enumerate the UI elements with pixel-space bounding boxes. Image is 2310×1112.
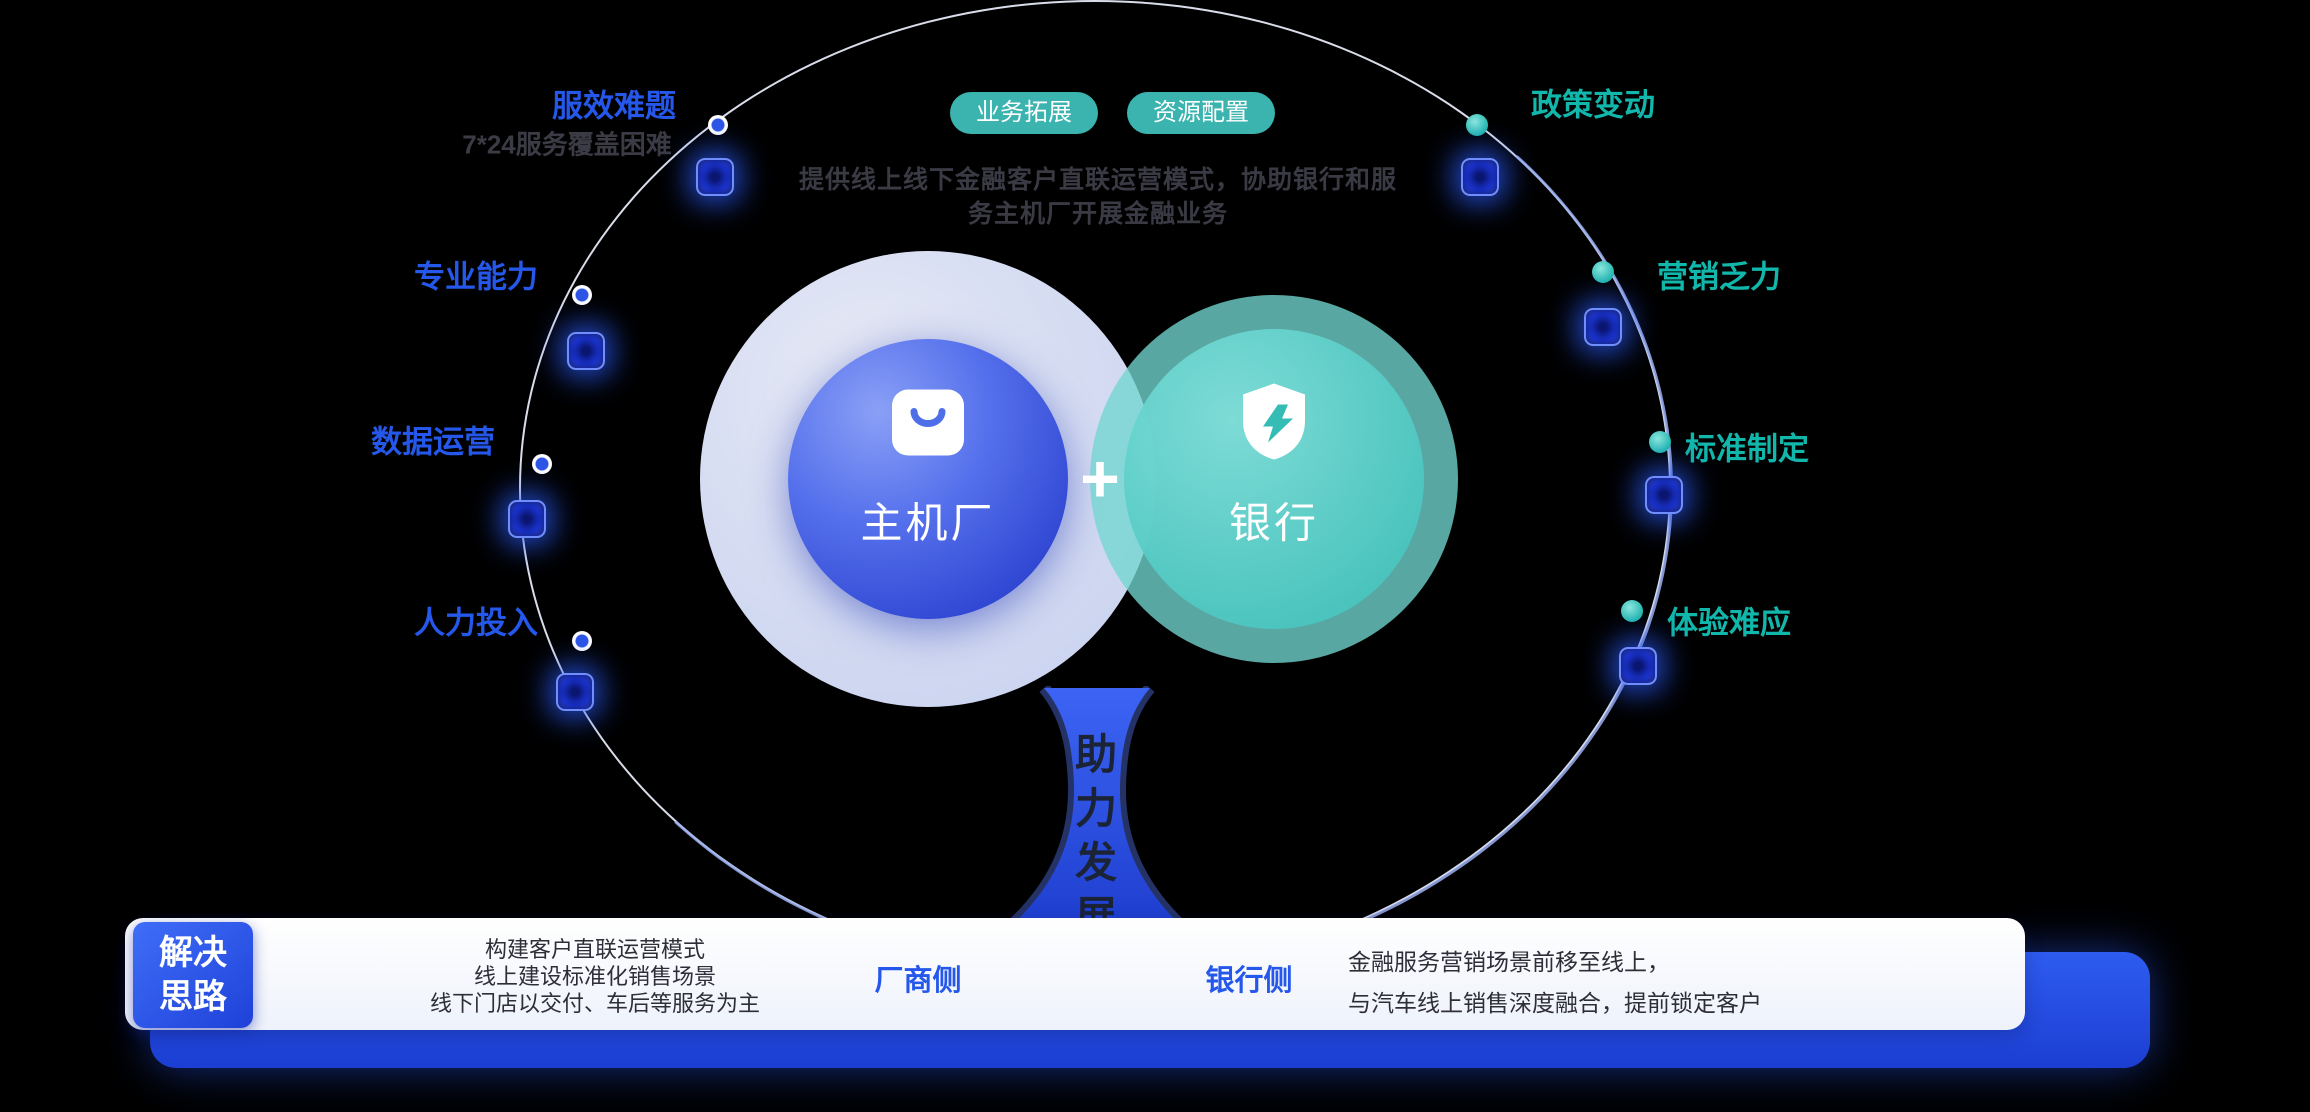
factory-side-lines: 构建客户直联运营模式 线上建设标准化销售场景 线下门店以交付、车后等服务为主 — [330, 936, 860, 1017]
tag-pill-business-expansion: 业务拓展 — [950, 92, 1098, 134]
shopping-bag-icon — [884, 378, 972, 471]
tag-pill-resource-allocation: 资源配置 — [1127, 92, 1275, 134]
challenge-label-service-efficiency: 服效难题 — [552, 88, 676, 124]
solution-badge-line-1: 解决 — [159, 934, 227, 972]
factory-side-line-3: 线下门店以交付、车后等服务为主 — [429, 991, 760, 1016]
factory-side-label: 厂商侧 — [874, 965, 962, 997]
challenge-label-weak-marketing: 营销乏力 — [1657, 259, 1781, 295]
bank-side-line-2: 与汽车线上销售深度融合，提前锁定客户 — [1348, 990, 1762, 1016]
glow-marker — [556, 673, 594, 711]
bank-side-label: 银行侧 — [1205, 965, 1293, 997]
glow-marker — [1584, 308, 1622, 346]
ring-node-dot — [1592, 261, 1614, 283]
ring-node-dot — [708, 115, 728, 135]
glow-marker — [696, 158, 734, 196]
plus-sign: + — [1080, 441, 1120, 517]
oem-circle-label: 主机厂 — [860, 499, 996, 547]
bank-side-line-1: 金融服务营销场景前移至线上， — [1348, 949, 1670, 975]
shield-lightning-icon — [1237, 381, 1311, 468]
ring-node-dot — [532, 454, 552, 474]
ring-node-dot — [572, 631, 592, 651]
glow-marker — [567, 332, 605, 370]
challenge-sub-label-service-coverage: 7*24服务覆盖困难 — [462, 129, 672, 160]
bank-circle-label: 银行 — [1228, 499, 1320, 547]
bank-inner-circle — [1124, 329, 1424, 629]
bank-side-lines: 金融服务营销场景前移至线上， 与汽车线上销售深度融合，提前锁定客户 — [1348, 942, 1762, 1024]
challenge-label-policy-change: 政策变动 — [1531, 87, 1655, 123]
factory-side-line-2: 线上建设标准化销售场景 — [473, 964, 716, 989]
challenge-label-experience-adaptation: 体验难应 — [1667, 605, 1791, 641]
solution-badge-line-2: 思路 — [159, 978, 227, 1016]
solution-bar — [125, 918, 2025, 1030]
trunk-vertical-text: 助力发展 — [1069, 732, 1117, 948]
ring-node-dot — [572, 285, 592, 305]
description-line-1: 提供线上线下金融客户直联运营模式，协助银行和服 — [798, 166, 1398, 194]
glow-marker — [1619, 647, 1657, 685]
glow-marker — [1645, 476, 1683, 514]
challenge-label-data-operation: 数据运营 — [371, 424, 495, 460]
solution-badge: 解决 思路 — [133, 922, 253, 1028]
glow-marker — [1461, 158, 1499, 196]
ring-node-dot — [1649, 431, 1671, 453]
factory-side-line-1: 构建客户直联运营模式 — [484, 937, 705, 962]
ring-node-dot — [1466, 114, 1488, 136]
glow-marker — [508, 500, 546, 538]
ring-node-dot — [1621, 600, 1643, 622]
challenge-label-professional-ability: 专业能力 — [414, 259, 538, 295]
description-line-2: 务主机厂开展金融业务 — [967, 200, 1229, 228]
oem-circle — [788, 339, 1068, 619]
challenge-label-standard-setting: 标准制定 — [1685, 431, 1809, 467]
challenge-label-manpower-input: 人力投入 — [414, 605, 538, 641]
